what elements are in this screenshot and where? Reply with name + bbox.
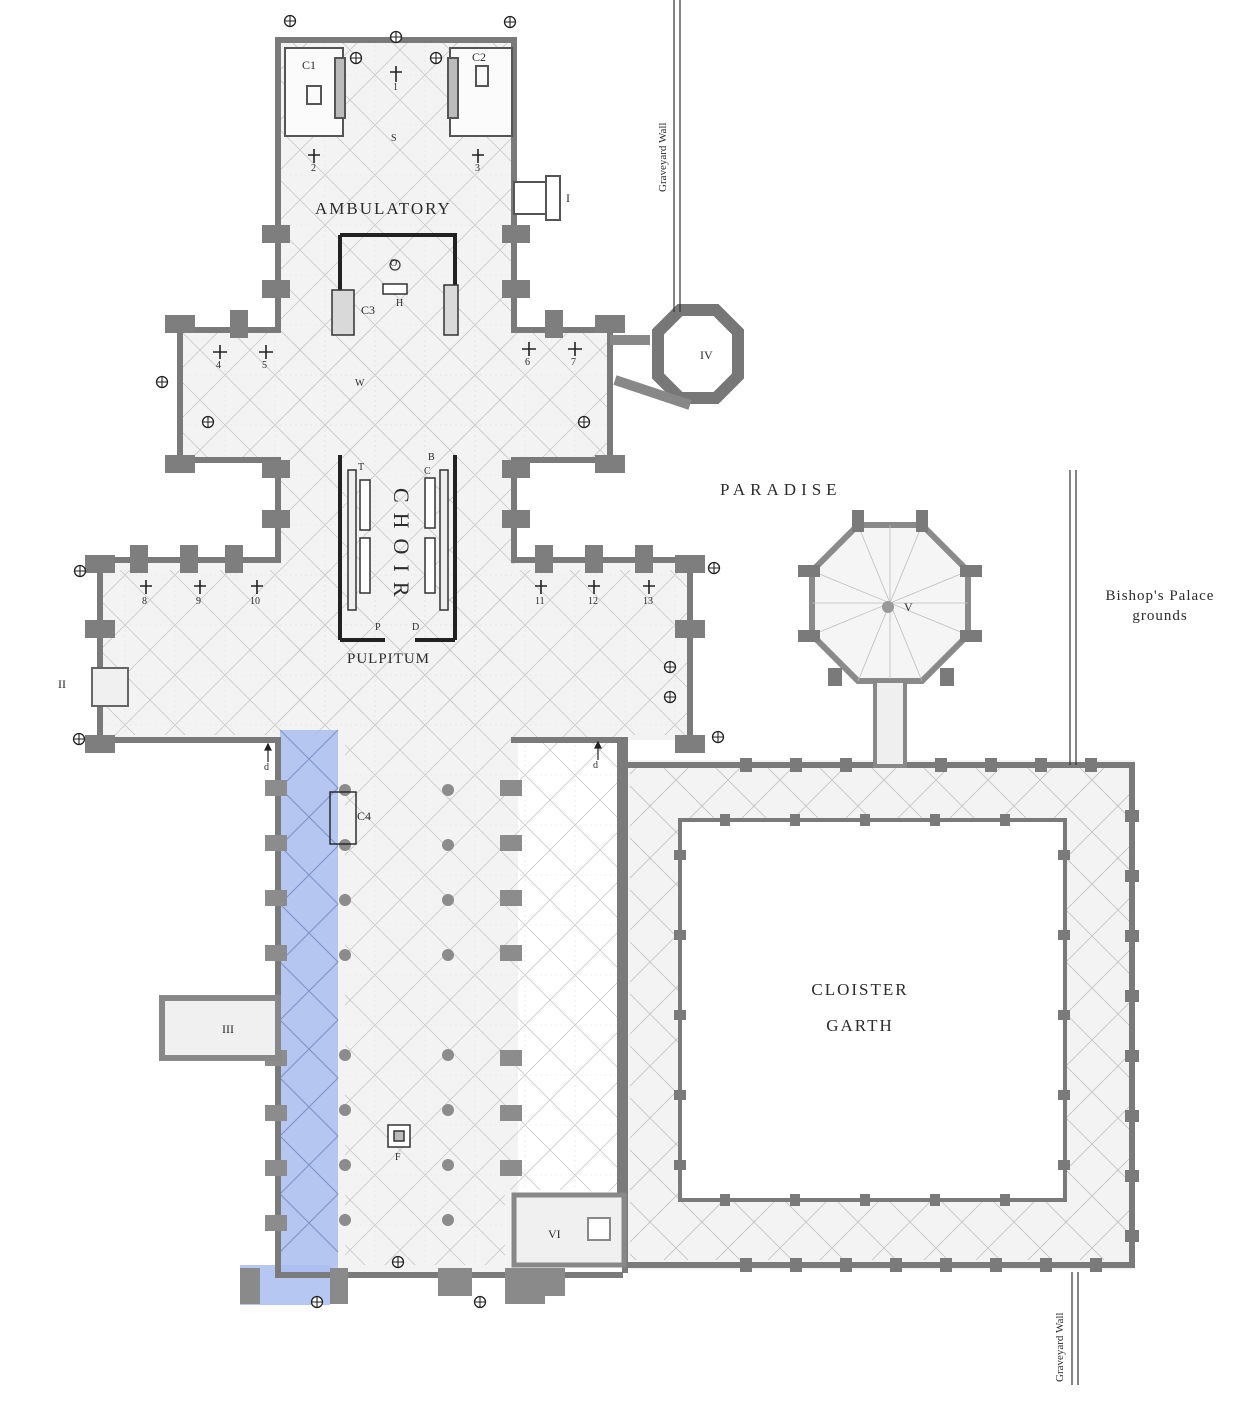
label-c1: C1 [302,58,317,72]
highlighted-aisle-vaults [279,729,339,1253]
cloister-garth [679,819,1066,1201]
label-chapel-vi: VI [548,1227,561,1241]
label-cloister: CLOISTER [811,980,909,999]
cloister-walk-vaults [630,765,1130,1260]
altar-number: 12 [588,596,598,607]
altar-number: 4 [216,360,221,371]
label-bishops-grounds: grounds [1132,608,1188,624]
chapel-ii [91,667,129,707]
label-bishops-palace: Bishop's Palace [1105,588,1215,604]
label-w: W [355,378,365,389]
choir-stalls [331,283,459,611]
label-c3: C3 [361,303,376,317]
label-chapel-iii: III [222,1022,234,1036]
highlighted-aisle [280,730,338,1275]
label-chapel-iv: IV [700,348,713,362]
altar-number: 3 [475,163,480,174]
chapter-house-v [798,510,982,768]
altar-number: 11 [535,596,545,607]
chapel-i [513,175,561,221]
altar-number: 8 [142,596,147,607]
cloister-buttresses [674,758,1139,1272]
chapel-iv-passage [610,335,692,410]
altar-number: 10 [250,596,260,607]
altar-o [389,259,401,271]
altar-number: 2 [311,163,316,174]
label-o: O [390,258,398,269]
label-choir: CHOIR [389,488,414,607]
label-garth: GARTH [826,1016,894,1035]
altar-number: 6 [525,357,530,368]
chapel-c4-screen [329,791,357,845]
boundary-walls [673,0,1079,1385]
label-graveyard-wall-top: Graveyard Wall [657,122,669,192]
label-t: T [358,462,365,473]
chapel-iv [652,304,744,404]
altar-number: 9 [196,596,201,607]
altar-number: 5 [262,360,267,371]
font-f [387,1124,411,1148]
piers [85,225,705,753]
label-f: F [395,1152,401,1163]
label-s: S [391,133,397,144]
label-d-choir: D [412,622,420,633]
altar-number: 1 [393,82,398,93]
chapel-c2 [447,47,513,137]
label-c4: C4 [357,809,372,823]
label-chapel-i: I [566,191,570,205]
label-p: P [375,622,381,633]
label-c2: C2 [472,50,487,64]
label-paradise: PARADISE [720,480,842,499]
nave-piers [265,780,522,1231]
label-pulpitum: PULPITUM [347,651,431,667]
vault-pattern [100,40,690,1265]
altar-crosses [140,66,655,594]
label-d-right: d [593,760,598,771]
west-front [240,1268,565,1304]
label-d-left: d [264,762,269,773]
label-ambulatory: AMBULATORY [315,199,452,218]
altar-number: 13 [643,596,653,607]
door-arrows [264,740,602,762]
altar-number: 7 [571,357,576,368]
label-c: C [424,466,431,477]
chapel-iii [159,995,281,1061]
marker-crosses [73,15,724,1308]
label-graveyard-wall-bottom: Graveyard Wall [1054,1312,1066,1382]
label-chapel-ii: II [58,677,66,691]
chapel-vi [511,1192,627,1268]
label-b: B [428,452,435,463]
label-h: H [396,298,404,309]
label-chapel-v: V [904,600,913,614]
chapel-c1 [284,47,346,137]
